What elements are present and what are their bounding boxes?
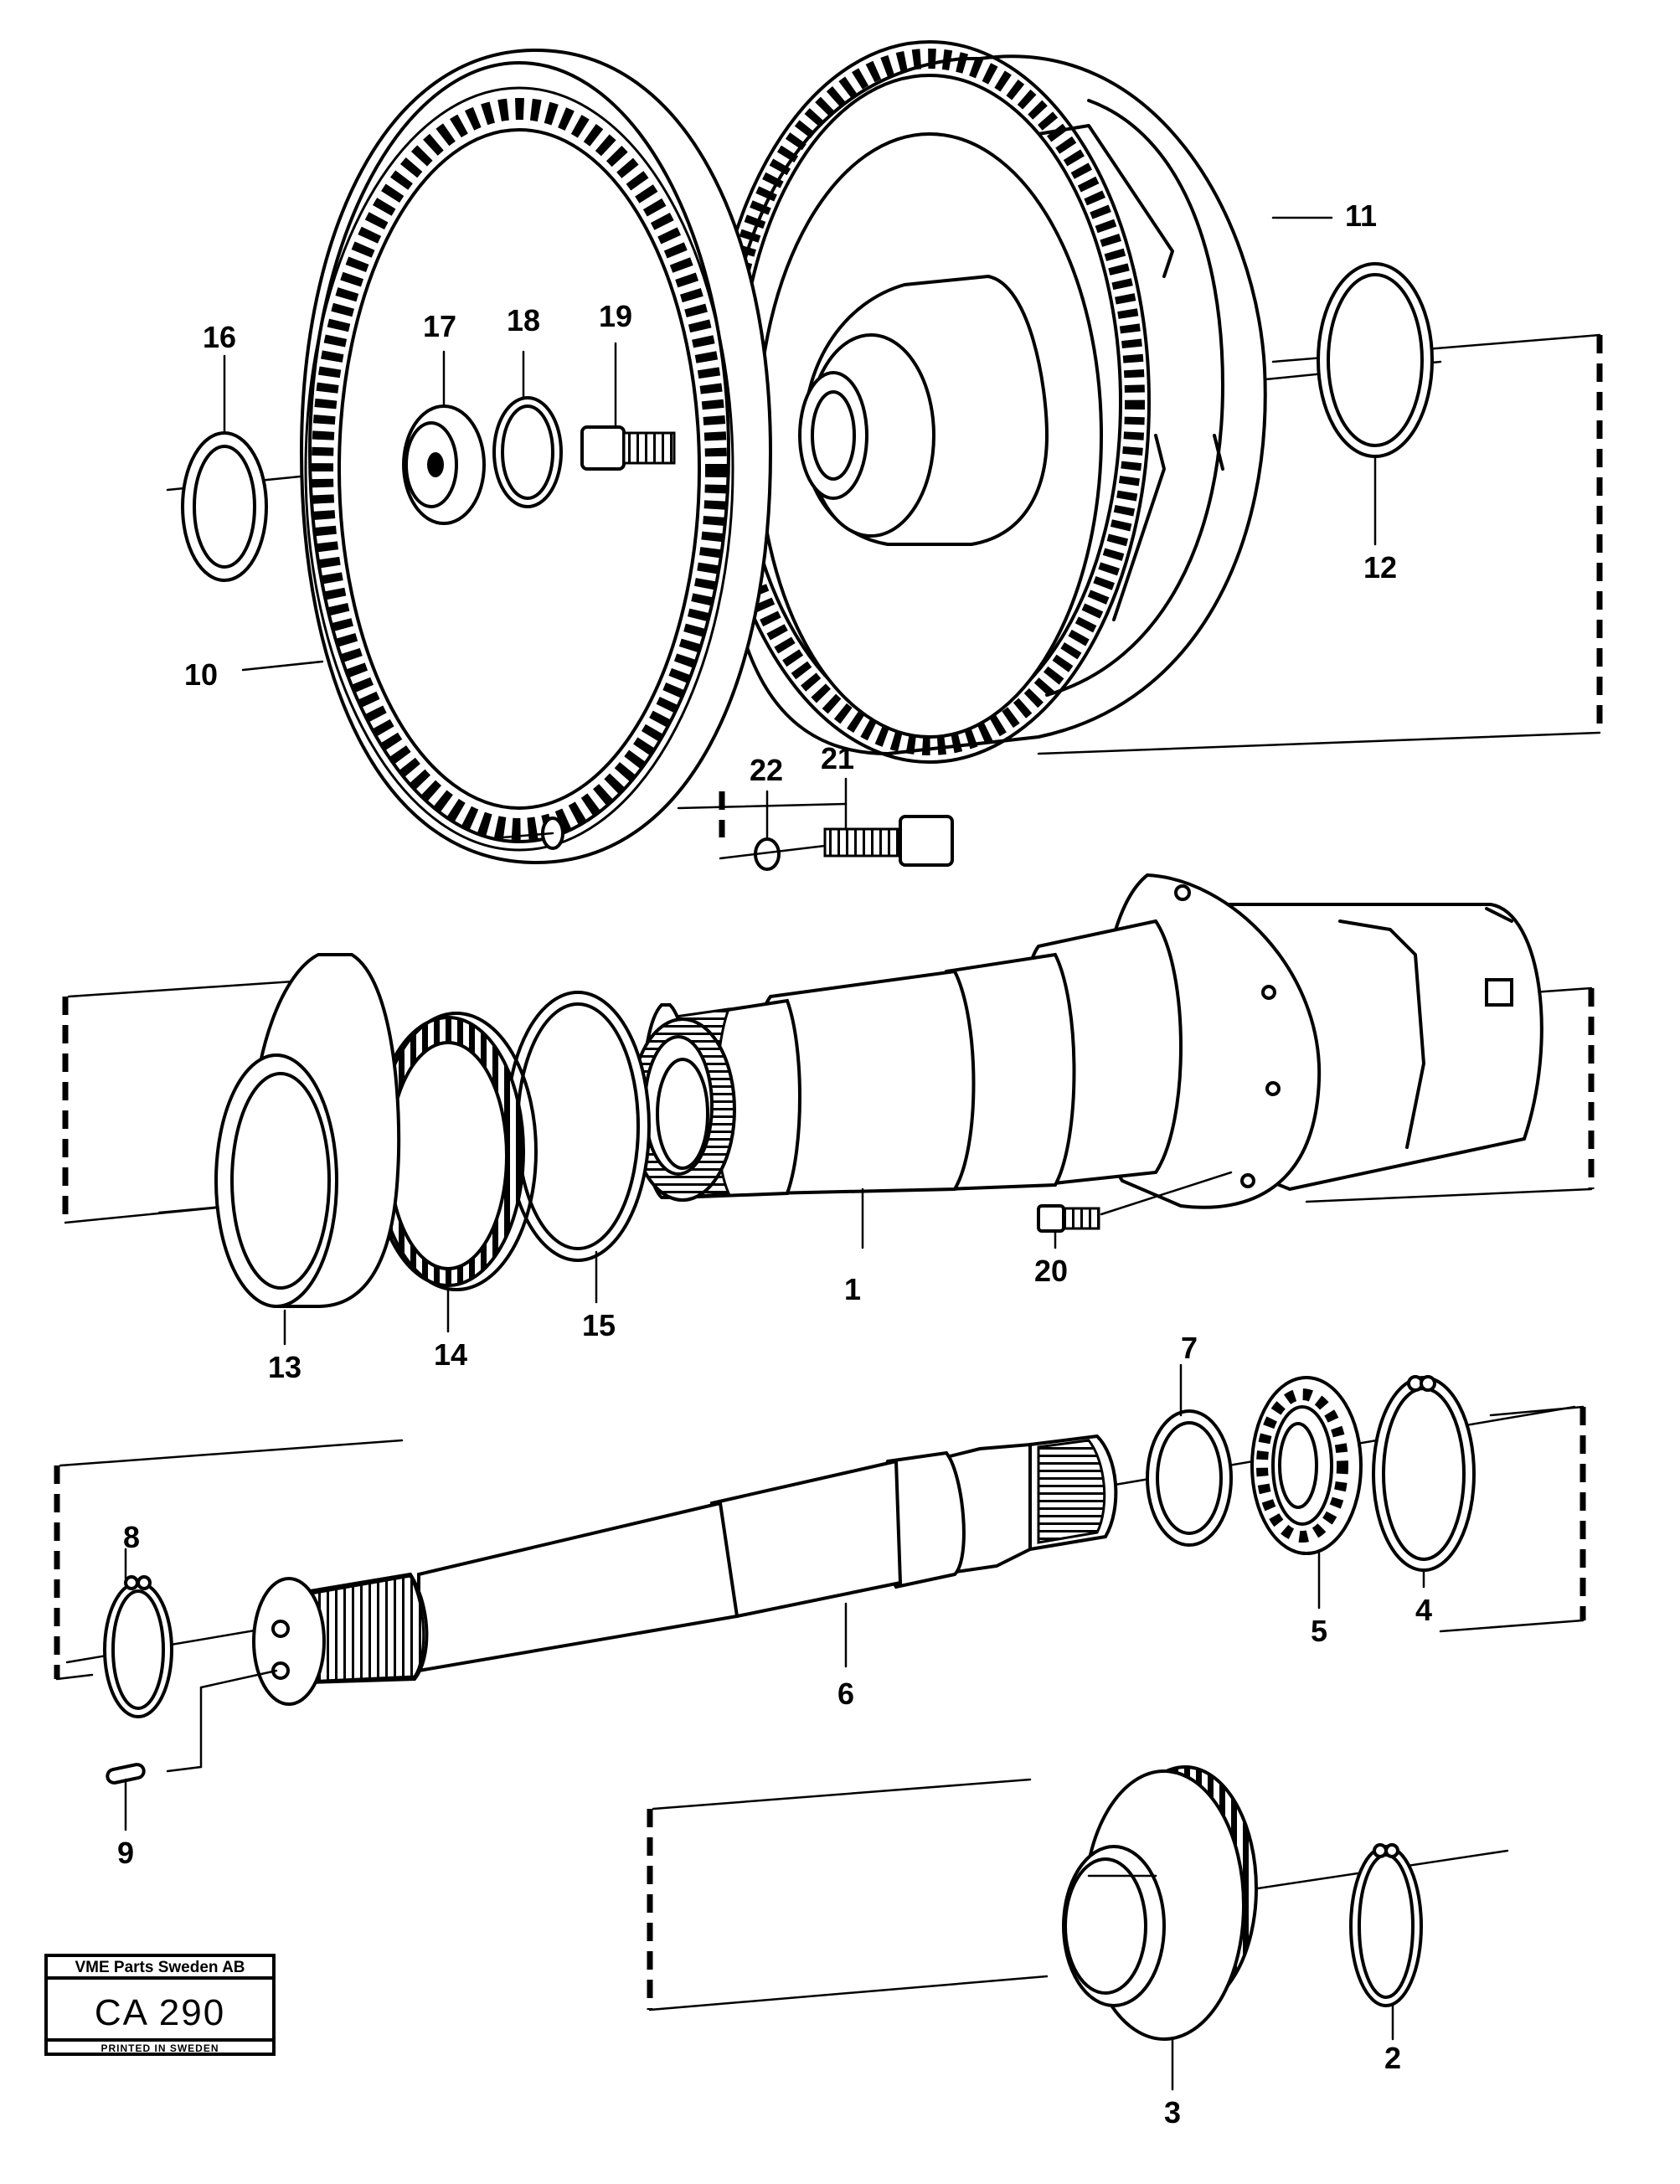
stamp-company: VME Parts Sweden AB bbox=[75, 1959, 245, 1976]
label-3: 3 bbox=[1164, 2095, 1181, 2130]
group1-frame-bottom-left bbox=[677, 802, 848, 810]
group1-frame-bottom bbox=[1037, 731, 1601, 755]
circlip-2 bbox=[1349, 1843, 1423, 2007]
label-16: 16 bbox=[203, 320, 236, 354]
snap-ring-12 bbox=[1317, 262, 1434, 458]
pin-9 bbox=[106, 1669, 278, 1785]
group2-frame-right-top bbox=[1531, 986, 1593, 994]
label-7: 7 bbox=[1181, 1331, 1198, 1365]
input-shaft-6 bbox=[252, 1434, 1118, 1706]
group4-frame-top bbox=[652, 1778, 1032, 1811]
o-ring-15 bbox=[505, 991, 651, 1262]
group4-frame-bottom bbox=[648, 1975, 1049, 2011]
label-12: 12 bbox=[1363, 550, 1397, 585]
spacer-ring-7 bbox=[1146, 1409, 1233, 1547]
lower-assembly bbox=[54, 1375, 1586, 1785]
carrier-hub bbox=[756, 132, 1103, 739]
stamp-code: CA 290 bbox=[95, 1992, 225, 2033]
middle-assembly bbox=[62, 873, 1595, 1308]
label-6: 6 bbox=[837, 1677, 854, 1711]
ball-bearing-5 bbox=[1250, 1376, 1363, 1555]
group3-frame-left-bottom bbox=[55, 1673, 94, 1681]
leader-lines bbox=[124, 216, 1425, 2091]
group2-frame-top bbox=[67, 978, 320, 998]
label-15: 15 bbox=[582, 1308, 616, 1342]
label-9: 9 bbox=[117, 1836, 134, 1870]
label-11: 11 bbox=[1345, 198, 1377, 233]
bolt-20 bbox=[1037, 1204, 1100, 1233]
group3-frame-top bbox=[59, 1439, 404, 1467]
label-10: 10 bbox=[184, 657, 218, 692]
label-18: 18 bbox=[507, 303, 540, 337]
bushing-17 bbox=[402, 404, 486, 525]
bearing-race-13 bbox=[214, 953, 401, 1308]
label-13: 13 bbox=[268, 1350, 301, 1384]
label-20: 20 bbox=[1034, 1254, 1068, 1288]
seal-ring-18 bbox=[492, 396, 563, 508]
upper-assembly bbox=[166, 40, 1603, 871]
part-labels: 1 2 3 4 5 6 7 8 9 10 11 12 13 14 15 16 1… bbox=[117, 198, 1432, 2130]
group2-frame-right-bottom bbox=[1305, 1187, 1593, 1203]
hub-shaft-1 bbox=[629, 873, 1543, 1209]
catalog-stamp: VME Parts Sweden AB CA 290 PRINTED IN SW… bbox=[44, 1954, 276, 2056]
bolt-19 bbox=[580, 425, 676, 471]
label-8: 8 bbox=[123, 1520, 140, 1554]
label-2: 2 bbox=[1384, 2041, 1401, 2075]
circlip-8 bbox=[103, 1575, 173, 1718]
bolt-21 bbox=[719, 815, 954, 867]
label-5: 5 bbox=[1311, 1614, 1327, 1648]
label-21: 21 bbox=[821, 741, 854, 775]
label-1: 1 bbox=[844, 1272, 861, 1306]
bottom-assembly bbox=[647, 1765, 1509, 2041]
circlip-4 bbox=[1372, 1375, 1476, 1572]
label-22: 22 bbox=[750, 753, 783, 787]
label-14: 14 bbox=[434, 1337, 467, 1372]
stamp-printed: PRINTED IN SWEDEN bbox=[100, 2042, 219, 2054]
label-4: 4 bbox=[1415, 1593, 1432, 1627]
label-17: 17 bbox=[423, 309, 456, 343]
thrust-washer-16 bbox=[181, 431, 268, 582]
group3-frame-right-bottom bbox=[1439, 1619, 1585, 1633]
label-19: 19 bbox=[599, 299, 632, 333]
gear-3 bbox=[1062, 1765, 1258, 2041]
